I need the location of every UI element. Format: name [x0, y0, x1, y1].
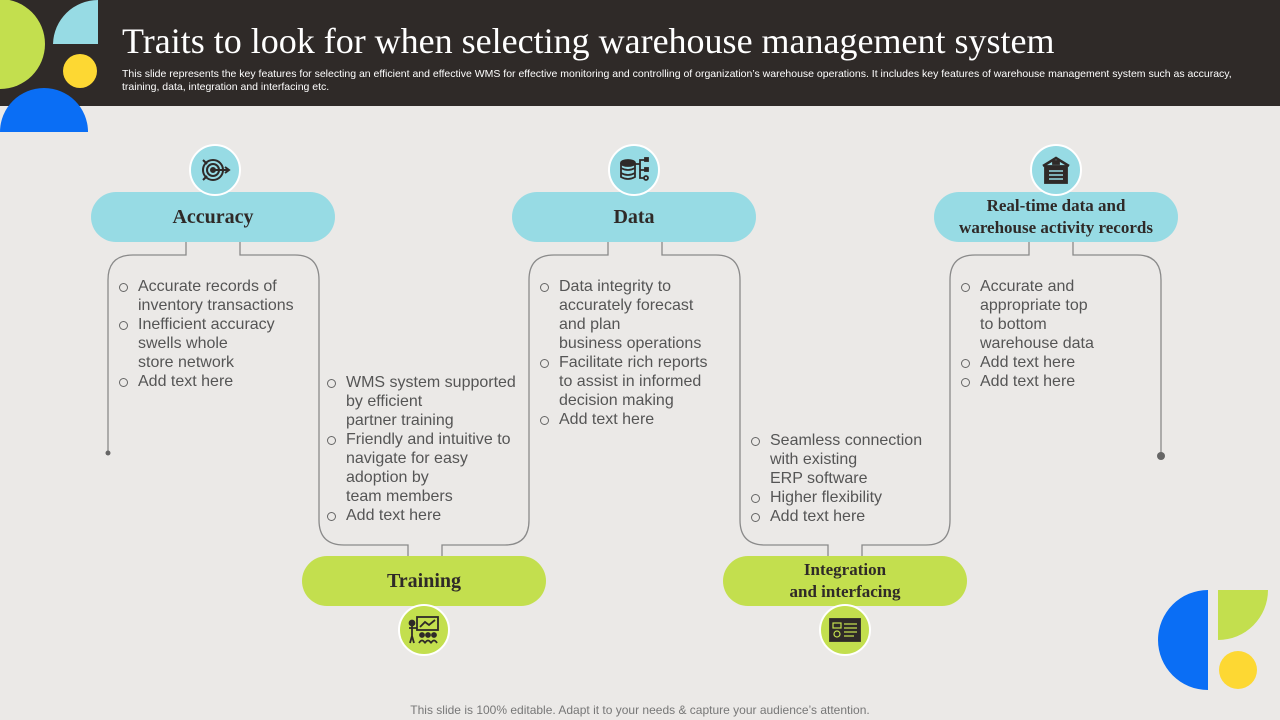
integration-bullets: Seamless connection with existing ERP so…: [750, 431, 950, 526]
page-subtitle: This slide represents the key features f…: [122, 68, 1232, 93]
list-item: Add text here: [326, 506, 526, 525]
decoration-bottom-right: [1158, 590, 1268, 690]
accuracy-title: Accuracy: [172, 206, 254, 228]
pill-realtime: Real-time data and warehouse activity re…: [934, 192, 1178, 242]
integration-title: Integration and interfacing: [789, 560, 901, 601]
list-item: Accurate records of inventory transactio…: [118, 277, 318, 315]
list-item: Friendly and intuitive to navigate for e…: [326, 430, 526, 506]
footer-note: This slide is 100% editable. Adapt it to…: [410, 703, 870, 717]
dashboard-screen-icon: [819, 604, 871, 656]
list-item: Add text here: [750, 507, 950, 526]
list-item: Seamless connection with existing ERP so…: [750, 431, 950, 488]
pill-accuracy: Accuracy: [91, 192, 335, 242]
presentation-training-icon: [398, 604, 450, 656]
list-item: Add text here: [118, 372, 318, 391]
list-item: Add text here: [960, 353, 1160, 372]
decoration-top-left: [0, 0, 98, 132]
list-item: Accurate and appropriate top to bottom w…: [960, 277, 1160, 353]
warehouse-icon: [1030, 144, 1082, 196]
page-title: Traits to look for when selecting wareho…: [122, 21, 1055, 61]
realtime-title: Real-time data and warehouse activity re…: [959, 196, 1153, 237]
data-bullets: Data integrity to accurately forecast an…: [539, 277, 739, 429]
list-item: Add text here: [539, 410, 739, 429]
pill-training: Training: [302, 556, 546, 606]
list-item: Higher flexibility: [750, 488, 950, 507]
pill-integration: Integration and interfacing: [723, 556, 967, 606]
realtime-bullets: Accurate and appropriate top to bottom w…: [960, 277, 1160, 391]
list-item: Data integrity to accurately forecast an…: [539, 277, 739, 353]
accuracy-bullets: Accurate records of inventory transactio…: [118, 277, 318, 391]
data-title: Data: [613, 206, 655, 228]
list-item: Facilitate rich reports to assist in inf…: [539, 353, 739, 410]
target-icon: [189, 144, 241, 196]
list-item: Inefficient accuracy swells whole store …: [118, 315, 318, 372]
pill-data: Data: [512, 192, 756, 242]
database-icon: [608, 144, 660, 196]
training-title: Training: [386, 570, 462, 592]
list-item: Add text here: [960, 372, 1160, 391]
training-bullets: WMS system supported by efficient partne…: [326, 373, 526, 525]
list-item: WMS system supported by efficient partne…: [326, 373, 526, 430]
header-bar: [0, 0, 1280, 106]
